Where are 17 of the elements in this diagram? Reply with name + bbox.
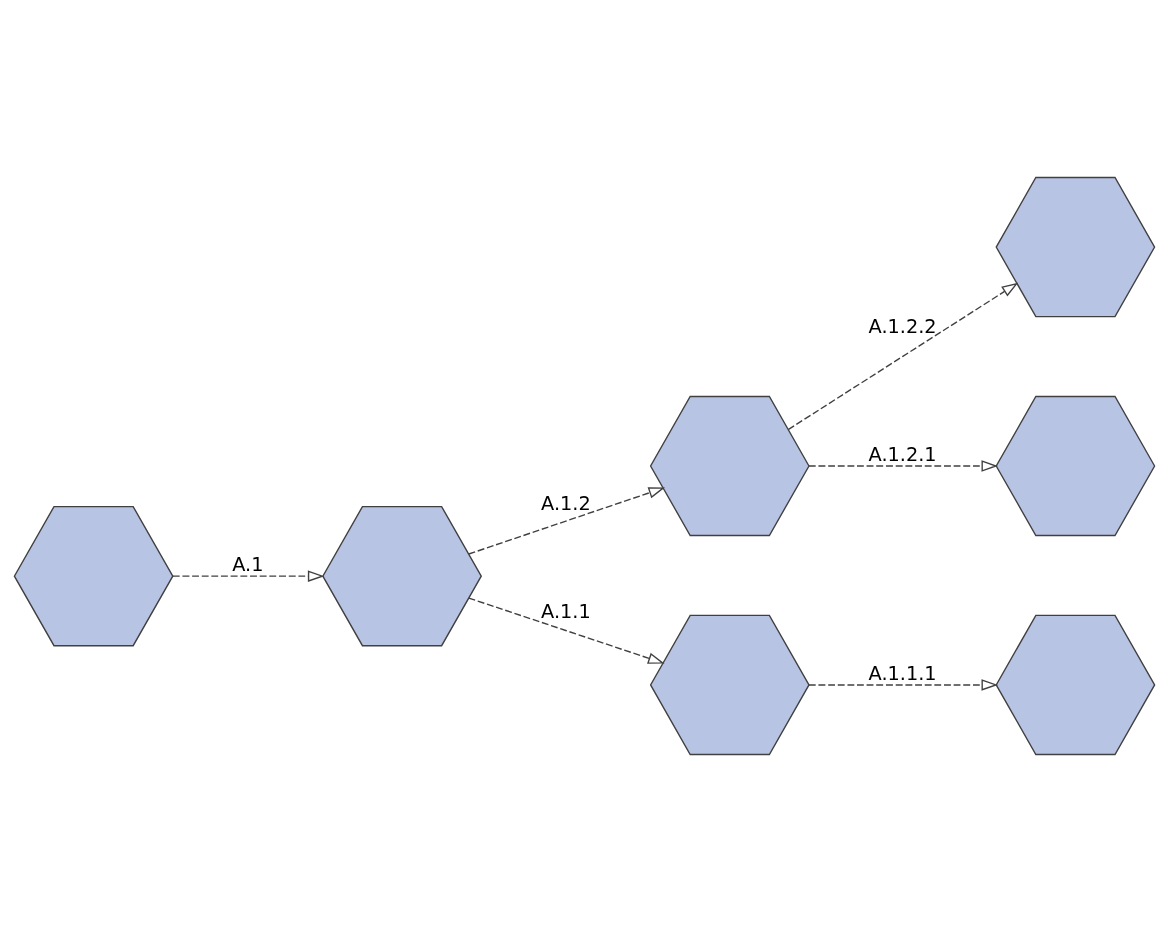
arrow <box>808 460 999 472</box>
arrow <box>468 487 666 555</box>
edge-label: A.1.2.2 <box>868 314 937 338</box>
edge-label: A.1.1 <box>541 599 591 623</box>
edge-label: A.1.1.1 <box>868 661 937 685</box>
arrow <box>808 679 999 691</box>
arrow <box>787 282 1019 431</box>
node-hexagon <box>995 395 1156 537</box>
edge-label: A.1 <box>232 552 264 576</box>
arrow <box>172 570 325 582</box>
node-hexagon <box>995 176 1156 318</box>
node-hexagon <box>322 505 482 647</box>
edge-label: A.1.2.1 <box>868 442 937 466</box>
node-hexagon <box>13 505 174 647</box>
node-hexagon <box>995 614 1156 756</box>
arrow <box>468 597 665 664</box>
edge-label: A.1.2 <box>541 492 591 516</box>
